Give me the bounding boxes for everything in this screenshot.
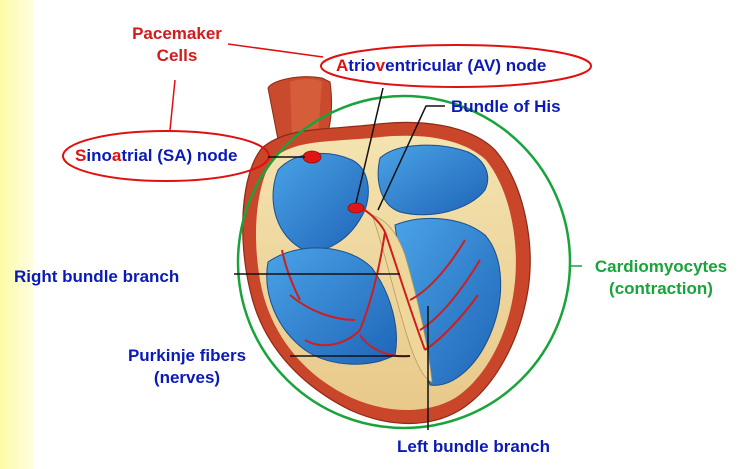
purkinje-fiber-1 — [304, 329, 361, 347]
av-node-label: Atrioventricular (AV) node — [336, 55, 546, 77]
sa-node-label-part3: a — [111, 146, 122, 165]
av-node-label-part2: trio — [348, 56, 376, 75]
av-node-ellipse — [320, 44, 592, 88]
pacemaker-line2: Cells — [156, 46, 198, 65]
decorative-side-strip — [0, 0, 33, 469]
purkinje-line1: Purkinje fibers — [127, 346, 247, 365]
av-node-label-part3: v — [375, 56, 386, 75]
bundle-of-his-fiber — [361, 207, 386, 233]
right-branch-fiber — [359, 231, 386, 331]
av-node-label-suffix: entricular (AV) node — [385, 56, 547, 75]
sa-node-marker — [302, 150, 322, 164]
pacemaker-to-sa-line — [169, 79, 176, 131]
left-branch-fiber — [384, 231, 426, 351]
purkinje-fibers-label: Purkinje fibers (nerves) — [112, 345, 262, 389]
cardiomyocytes-line1: Cardiomyocytes — [594, 257, 728, 276]
septum — [371, 214, 433, 383]
sa-node-ellipse — [62, 130, 270, 182]
cardiomyocytes-label: Cardiomyocytes (contraction) — [582, 256, 740, 300]
purkinje-fiber-7 — [281, 249, 301, 301]
purkinje-fiber-6 — [409, 239, 466, 301]
cardiomyocytes-circle — [236, 94, 572, 430]
pacemaker-to-av-line — [227, 43, 324, 58]
left-atrium — [377, 144, 489, 216]
pacemaker-cells-label: Pacemaker Cells — [118, 23, 236, 67]
sa-node-label: Sinoatrial (SA) node — [75, 145, 237, 167]
bundle-of-his-label: Bundle of His — [451, 97, 561, 116]
av-node-marker — [347, 202, 365, 214]
av-leader-line — [355, 87, 384, 204]
sa-node-label-part2: ino — [86, 146, 112, 165]
his-leader-line — [377, 105, 445, 211]
purkinje-fiber-2 — [289, 294, 356, 321]
pacemaker-line1: Pacemaker — [132, 24, 222, 43]
purkinje-line2: (nerves) — [153, 368, 221, 387]
right-bundle-branch-label: Right bundle branch — [14, 267, 180, 286]
sa-node-label-prefix: S — [75, 146, 87, 165]
sa-node-label-suffix: trial (SA) node — [121, 146, 238, 165]
purkinje-fiber-5 — [419, 259, 481, 331]
purkinje-fiber-4 — [424, 294, 479, 351]
cardiomyocytes-line2: (contraction) — [609, 279, 713, 298]
left-bundle-branch-label: Left bundle branch — [397, 437, 550, 456]
av-node-label-prefix: A — [336, 56, 349, 75]
